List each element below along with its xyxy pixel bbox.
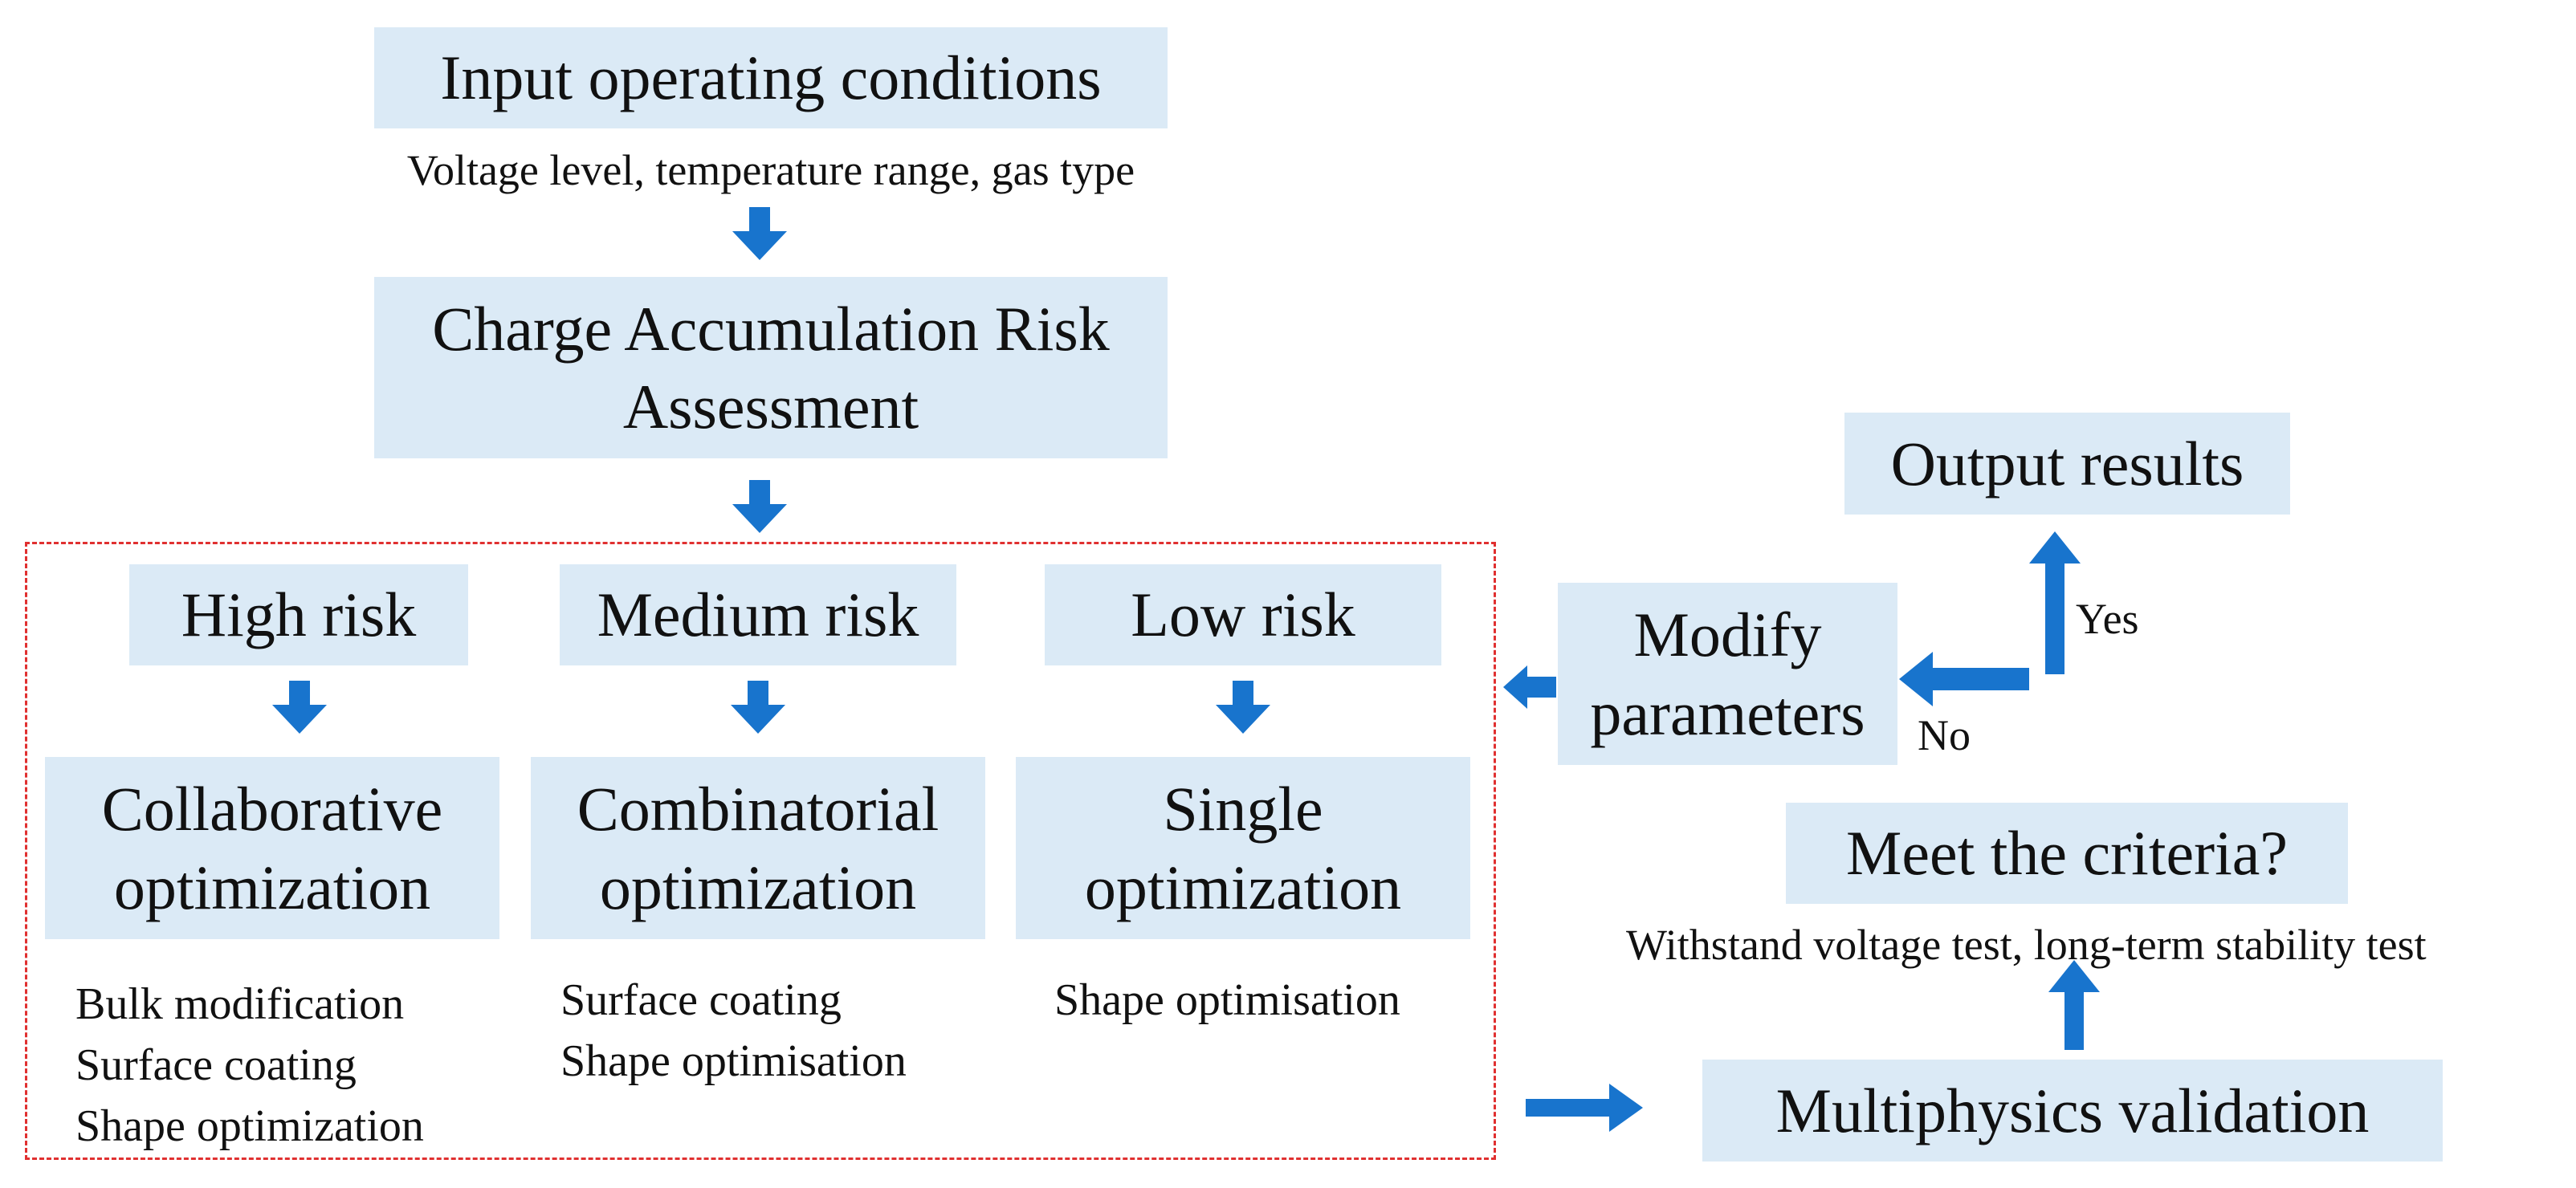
meet-criteria-box: Meet the criteria? bbox=[1786, 803, 2348, 904]
low-risk-box: Low risk bbox=[1045, 564, 1441, 665]
multiphysics-validation-label: Multiphysics validation bbox=[1775, 1075, 2370, 1145]
output-results-label: Output results bbox=[1890, 428, 2244, 498]
no-label: No bbox=[1918, 711, 1971, 759]
arrow-up-icon bbox=[2029, 531, 2081, 674]
meet-criteria-label: Meet the criteria? bbox=[1846, 818, 2288, 889]
arrow-left-icon bbox=[1899, 652, 2029, 706]
arrow-down-icon bbox=[1216, 681, 1270, 734]
medium-risk-box: Medium risk bbox=[560, 564, 956, 665]
arrow-up-icon bbox=[2048, 960, 2100, 1050]
arrow-down-icon bbox=[731, 681, 785, 734]
high-risk-label: High risk bbox=[181, 580, 417, 650]
arrow-down-icon bbox=[732, 480, 787, 533]
risk-strategy-group bbox=[25, 542, 1496, 1160]
risk-assessment-label: Charge Accumulation Risk Assessment bbox=[432, 293, 1110, 442]
low-risk-label: Low risk bbox=[1131, 580, 1355, 650]
input-conditions-note: Voltage level, temperature range, gas ty… bbox=[406, 146, 1135, 194]
input-conditions-label: Input operating conditions bbox=[440, 43, 1102, 113]
modify-parameters-box: Modify parameters bbox=[1558, 583, 1897, 765]
collaborative-optimization-label: Collaborative optimization bbox=[101, 774, 443, 922]
arrow-down-icon bbox=[732, 207, 787, 260]
yes-label: Yes bbox=[2076, 595, 2139, 643]
arrow-down-icon bbox=[272, 681, 327, 734]
list-item: Surface coating bbox=[75, 1040, 357, 1090]
single-methods-list: Shape optimisation bbox=[1054, 970, 1400, 1031]
modify-parameters-label: Modify parameters bbox=[1590, 600, 1865, 748]
high-risk-box: High risk bbox=[129, 564, 468, 665]
output-results-box: Output results bbox=[1844, 413, 2290, 515]
multiphysics-validation-box: Multiphysics validation bbox=[1702, 1060, 2443, 1162]
collaborative-optimization-box: Collaborative optimization bbox=[45, 757, 499, 939]
arrow-right-icon bbox=[1526, 1084, 1643, 1132]
list-item: Surface coating bbox=[560, 975, 842, 1025]
single-optimization-box: Single optimization bbox=[1016, 757, 1470, 939]
list-item: Bulk modification bbox=[75, 979, 405, 1029]
input-conditions-box: Input operating conditions bbox=[374, 27, 1168, 128]
combinatorial-methods-list: Surface coating Shape optimisation bbox=[560, 970, 907, 1092]
list-item: Shape optimisation bbox=[1054, 975, 1400, 1025]
combinatorial-optimization-box: Combinatorial optimization bbox=[531, 757, 985, 939]
list-item: Shape optimisation bbox=[560, 1036, 907, 1086]
combinatorial-optimization-label: Combinatorial optimization bbox=[577, 774, 940, 922]
meet-criteria-note: Withstand voltage test, long-term stabil… bbox=[1626, 921, 2427, 969]
collaborative-methods-list: Bulk modification Surface coating Shape … bbox=[75, 974, 424, 1157]
single-optimization-label: Single optimization bbox=[1084, 774, 1402, 922]
list-item: Shape optimization bbox=[75, 1101, 424, 1151]
risk-assessment-box: Charge Accumulation Risk Assessment bbox=[374, 277, 1168, 458]
medium-risk-label: Medium risk bbox=[597, 580, 919, 650]
arrow-left-icon bbox=[1503, 665, 1556, 709]
